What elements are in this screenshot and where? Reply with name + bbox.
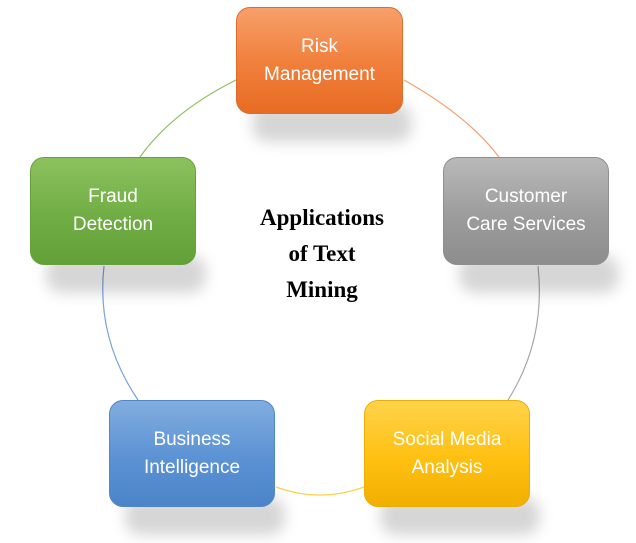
node-label: Customer Care Services xyxy=(466,186,586,235)
center-title: Applications of Text Mining xyxy=(260,205,384,302)
node-label: Social Media Analysis xyxy=(392,428,502,478)
connector-social-to-business xyxy=(275,486,365,496)
node-risk-management: Risk Management xyxy=(236,7,403,114)
node-social-media-analysis: Social Media Analysis xyxy=(364,400,530,507)
node-customer-care-services: Customer Care Services xyxy=(443,157,609,265)
connector-business-to-fraud xyxy=(102,265,139,401)
node-business-intelligence: Business Intelligence xyxy=(109,400,275,507)
node-label: Business Intelligence xyxy=(143,428,241,478)
node-label: Fraud Detection xyxy=(72,186,154,235)
node-fraud-detection: Fraud Detection xyxy=(30,157,196,265)
connector-customer-to-social xyxy=(507,265,540,401)
connector-fraud-to-risk xyxy=(139,79,237,158)
node-label: Risk Management xyxy=(264,35,375,85)
connector-risk-to-customer xyxy=(403,79,500,158)
